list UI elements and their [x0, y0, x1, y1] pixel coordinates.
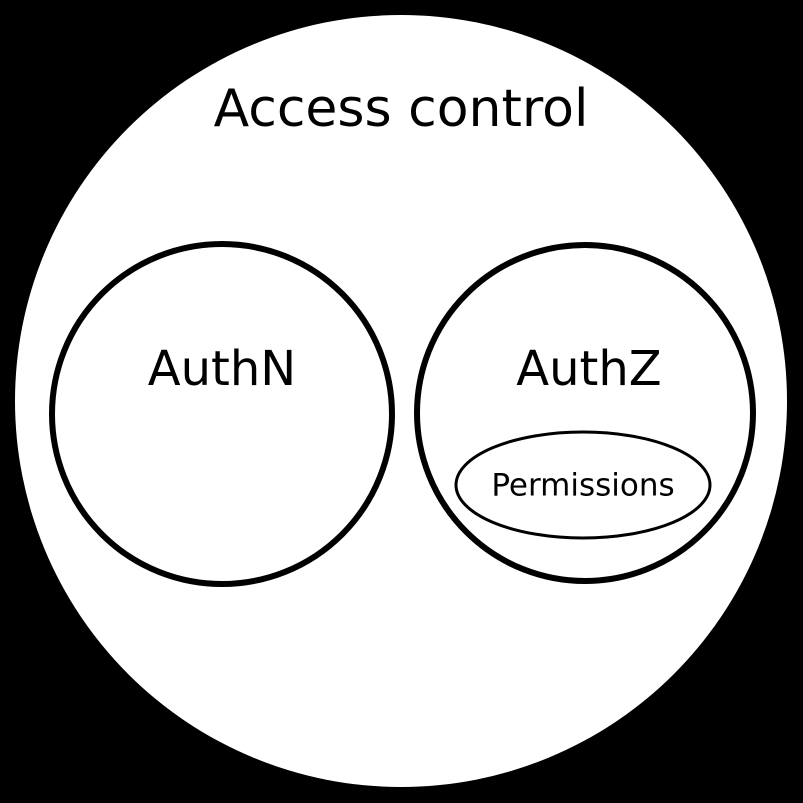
permissions-ellipse[interactable] [454, 430, 712, 540]
access-control-circle[interactable] [15, 15, 787, 787]
authn-circle[interactable] [49, 241, 395, 587]
authz-label: AuthZ [516, 341, 661, 397]
access-control-label: Access control [214, 79, 589, 139]
permissions-label: Permissions [491, 468, 674, 504]
authn-label: AuthN [148, 341, 296, 397]
